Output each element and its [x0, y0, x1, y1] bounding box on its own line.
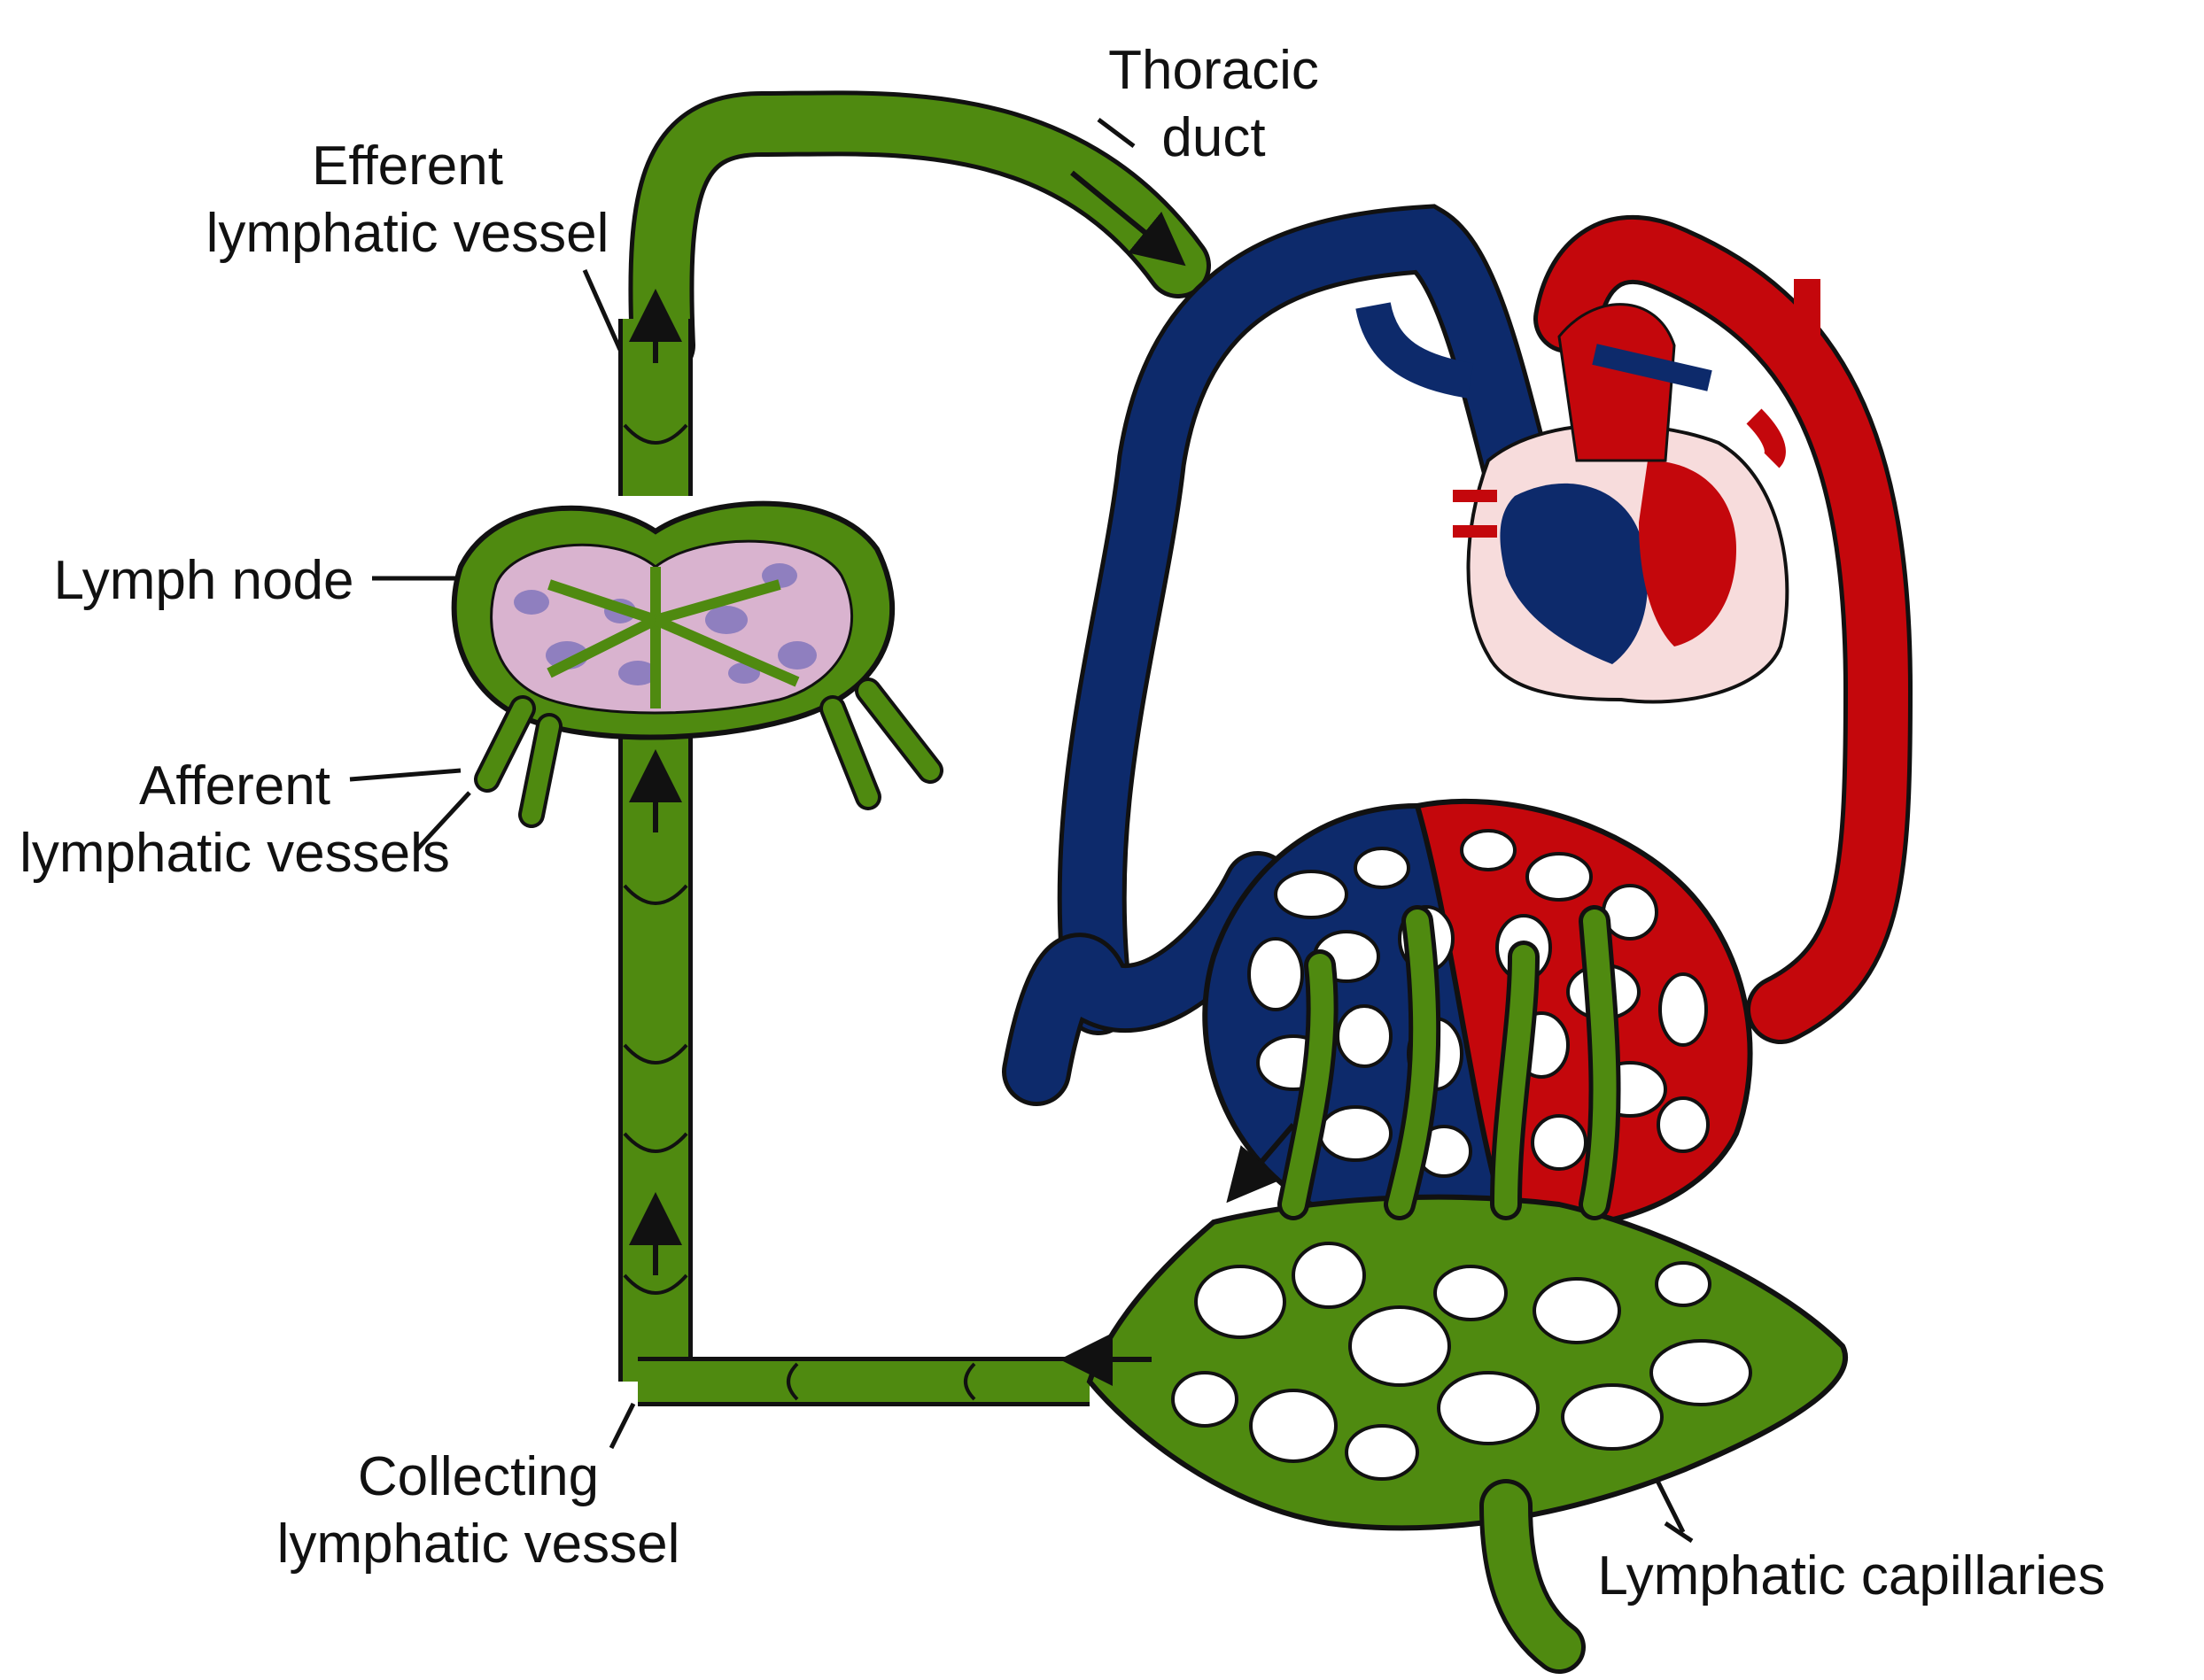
label-lymph-node: Lymph node [35, 547, 372, 615]
valve-icon [623, 423, 688, 1295]
label-thoracic-duct-line1: Thoracic [1108, 40, 1319, 101]
label-efferent-line1: Efferent [311, 135, 503, 197]
leader-lines [349, 118, 1694, 1544]
label-afferent-line2: lymphatic vessels [19, 823, 450, 884]
label-afferent-vessels: Afferent lymphatic vessels [0, 753, 470, 887]
artery [1533, 214, 1913, 1044]
label-efferent-line2: lymphatic vessel [206, 203, 609, 264]
heart [1453, 303, 1789, 704]
label-thoracic-duct: Thoracic duct [1090, 37, 1338, 172]
label-collecting-line1: Collecting [357, 1446, 600, 1507]
label-capillaries-text: Lymphatic capillaries [1597, 1545, 2106, 1606]
horizontal-collecting-vessel [638, 1357, 1090, 1406]
thoracic-duct [628, 90, 1211, 378]
label-lymphatic-capillaries: Lymphatic capillaries [1568, 1543, 2135, 1610]
label-lymph-node-text: Lymph node [53, 550, 354, 611]
vein [1002, 204, 1558, 1106]
label-afferent-line1: Afferent [138, 755, 330, 817]
label-collecting-line2: lymphatic vessel [276, 1514, 680, 1575]
arrow-icon [629, 170, 1296, 1386]
label-efferent-vessel: Efferent lymphatic vessel [177, 133, 638, 267]
label-collecting-vessel: Collecting lymphatic vessel [248, 1444, 709, 1578]
lymph-node [451, 500, 943, 828]
label-thoracic-duct-line2: duct [1161, 107, 1266, 168]
lymphatic-capillary-network [1086, 905, 1848, 1674]
